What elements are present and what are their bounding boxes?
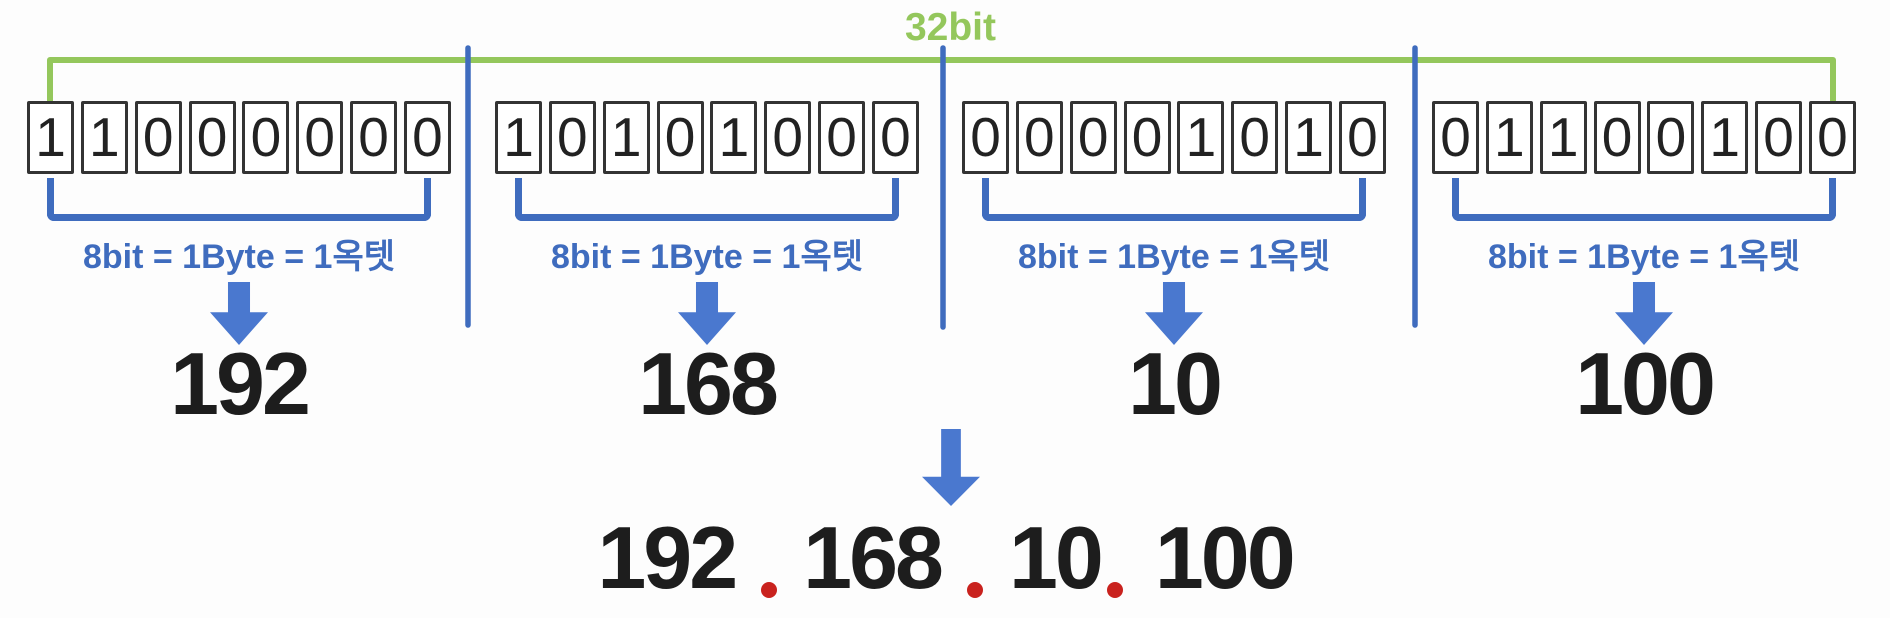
bit-box: 0 (350, 101, 398, 174)
bit-box: 0 (871, 101, 919, 174)
bit-box: 1 (1485, 101, 1533, 174)
bit-box: 0 (1231, 101, 1279, 174)
bit-box: 0 (1069, 101, 1117, 174)
octet-bracket (982, 178, 1366, 221)
bit-box: 0 (242, 101, 290, 174)
bit-box: 0 (1647, 101, 1695, 174)
bit-box: 1 (710, 101, 758, 174)
bit-box-row: 1 0 1 0 1 0 0 0 (495, 101, 919, 174)
bit-box: 0 (1338, 101, 1386, 174)
octet-group-1: 1 1 0 0 0 0 0 0 8bit = 1Byte = 1옥텟 192 (27, 101, 451, 441)
bit-box: 0 (403, 101, 451, 174)
bit-box: 0 (296, 101, 344, 174)
bit-box: 0 (764, 101, 812, 174)
octet-decimal-value: 192 (170, 334, 311, 433)
bit-box: 1 (27, 101, 74, 174)
bit-box: 1 (1539, 101, 1587, 174)
bit-box: 1 (1285, 101, 1333, 174)
bit-box: 1 (1177, 101, 1225, 174)
bit-box: 1 (80, 101, 128, 174)
octet-bracket (515, 178, 899, 221)
byte-equivalence-label: 8bit = 1Byte = 1옥텟 (1017, 238, 1330, 276)
bit-box-row: 1 1 0 0 0 0 0 0 (27, 101, 451, 174)
bit-box: 0 (1755, 101, 1803, 174)
byte-equivalence-label: 8bit = 1Byte = 1옥텟 (1487, 238, 1800, 276)
bit-box: 0 (188, 101, 236, 174)
green-32bit-bracket-line (47, 57, 1836, 103)
byte-equivalence-label: 8bit = 1Byte = 1옥텟 (82, 238, 395, 276)
bit-box: 0 (1432, 101, 1479, 174)
dot-separator (1106, 582, 1123, 598)
octet-decimal-value: 168 (638, 334, 779, 433)
bit-box: 1 (1701, 101, 1749, 174)
ip-octet-value: 168 (803, 508, 944, 607)
octet-bracket (47, 178, 431, 221)
octet-decimal-value: 100 (1575, 334, 1716, 433)
bit-width-label: 32bit (904, 6, 997, 49)
ip-address-result: 192 168 10 100 (0, 514, 1890, 602)
bit-box: 0 (656, 101, 704, 174)
octet-decimal-value: 10 (1128, 334, 1223, 433)
bit-box: 0 (1015, 101, 1063, 174)
bit-box: 1 (495, 101, 542, 174)
bit-box: 0 (1808, 101, 1856, 174)
octet-group-2: 1 0 1 0 1 0 0 0 8bit = 1Byte = 1옥텟 168 (495, 101, 919, 441)
bit-box-row: 0 1 1 0 0 1 0 0 (1432, 101, 1856, 174)
ip-octet-value: 192 (597, 508, 738, 607)
bit-box: 0 (1123, 101, 1171, 174)
byte-equivalence-label: 8bit = 1Byte = 1옥텟 (550, 238, 863, 276)
bit-box: 0 (1593, 101, 1641, 174)
bit-box: 1 (602, 101, 650, 174)
bit-box: 0 (962, 101, 1009, 174)
octet-group-4: 0 1 1 0 0 1 0 0 8bit = 1Byte = 1옥텟 100 (1432, 101, 1856, 441)
bit-box: 0 (818, 101, 866, 174)
ip-octet-value: 100 (1154, 508, 1296, 607)
bit-box: 0 (548, 101, 596, 174)
dot-separator (761, 582, 778, 598)
octet-group-3: 0 0 0 0 1 0 1 0 8bit = 1Byte = 1옥텟 10 (962, 101, 1386, 441)
octet-bracket (1452, 178, 1836, 221)
bit-box-row: 0 0 0 0 1 0 1 0 (962, 101, 1386, 174)
ip-octet-value: 10 (1008, 508, 1104, 607)
dot-separator (966, 582, 983, 598)
bit-box: 0 (134, 101, 182, 174)
